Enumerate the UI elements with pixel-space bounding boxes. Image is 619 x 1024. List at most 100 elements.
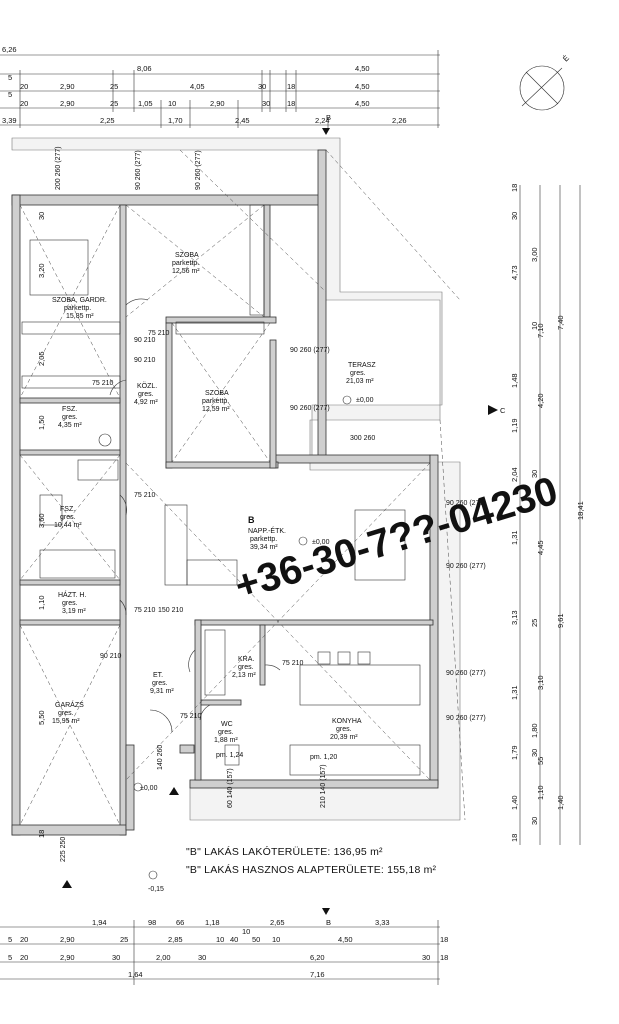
wardrobe-icon <box>21 321 121 335</box>
svg-text:21,03 m²: 21,03 m² <box>346 378 374 385</box>
svg-text:KONYHA: KONYHA <box>332 718 362 725</box>
svg-text:2,13 m²: 2,13 m² <box>232 672 256 679</box>
room-szoba-1: SZOBA parkettp. 12,56 m² <box>172 252 200 275</box>
section-markers <box>62 128 498 915</box>
room-kra: KRA. gres. 2,13 m² <box>232 656 256 679</box>
svg-text:39,34 m²: 39,34 m² <box>250 544 278 551</box>
svg-text:225 250: 225 250 <box>60 837 67 862</box>
svg-text:15,85 m²: 15,85 m² <box>66 313 94 320</box>
svg-text:18,41: 18,41 <box>576 501 585 520</box>
parapet-wc: pm. 1,24 <box>216 752 243 759</box>
svg-text:4,35 m²: 4,35 m² <box>58 422 82 429</box>
top-dim-2-4: 4,05 <box>190 82 205 91</box>
top-dim-4-1: 2,25 <box>100 116 115 125</box>
svg-text:18: 18 <box>510 184 519 192</box>
svg-text:30: 30 <box>530 817 539 825</box>
section-mark-b-top: B <box>326 113 331 122</box>
svg-text:5,50: 5,50 <box>37 710 46 725</box>
svg-text:KRA.: KRA. <box>238 656 254 663</box>
top-dim-2-1: 20 <box>20 82 28 91</box>
svg-text:2,65: 2,65 <box>270 918 285 927</box>
svg-text:10: 10 <box>530 322 539 330</box>
svg-text:12,59 m²: 12,59 m² <box>202 406 230 413</box>
svg-text:gres.: gres. <box>218 729 234 736</box>
svg-text:15,95 m²: 15,95 m² <box>52 718 80 725</box>
svg-text:18: 18 <box>440 935 448 944</box>
top-dim-3-9: 4,50 <box>355 99 370 108</box>
toilet-icon <box>98 433 112 447</box>
svg-text:1,40: 1,40 <box>556 795 565 810</box>
svg-text:5: 5 <box>8 953 12 962</box>
svg-text:18: 18 <box>37 830 46 838</box>
svg-text:9,61: 9,61 <box>556 613 565 628</box>
svg-text:1,94: 1,94 <box>92 918 107 927</box>
hidden-lines <box>19 149 466 826</box>
svg-text:SZOBA: SZOBA <box>175 252 199 259</box>
room-nappali: B NAPP.-ÉTK. parkettp. 39,34 m² <box>248 515 286 551</box>
svg-text:10: 10 <box>272 935 280 944</box>
svg-text:parkettp.: parkettp. <box>250 536 277 543</box>
top-dim-1-1: 4,50 <box>355 64 370 73</box>
svg-text:90 210: 90 210 <box>100 653 122 660</box>
svg-text:NAPP.-ÉTK.: NAPP.-ÉTK. <box>248 526 286 535</box>
sink-icon <box>39 494 63 526</box>
svg-text:gres.: gres. <box>238 664 254 671</box>
top-dim-3-8: 18 <box>287 99 295 108</box>
svg-text:gres.: gres. <box>62 414 78 421</box>
svg-text:7,40: 7,40 <box>556 315 565 330</box>
top-dim-4-5: 2,26 <box>392 116 407 125</box>
svg-text:1,88 m²: 1,88 m² <box>214 737 238 744</box>
room-hazt: HÁZT. H. gres. 3,19 m² <box>58 590 86 615</box>
sofa-icon <box>164 504 188 586</box>
usable-area-label: "B" LAKÁS HASZNOS ALAPTERÜLETE: 155,18 m… <box>186 864 437 876</box>
top-dim-3-5: 10 <box>168 99 176 108</box>
right-dims-col4: 18,41 <box>576 501 585 520</box>
svg-text:300 260: 300 260 <box>350 435 375 442</box>
svg-text:gres.: gres. <box>62 600 78 607</box>
svg-text:55: 55 <box>536 757 545 765</box>
svg-text:30: 30 <box>530 749 539 757</box>
north-label: É <box>561 54 571 64</box>
north-arrow-icon <box>519 65 565 111</box>
svg-text:90 260 (277): 90 260 (277) <box>290 405 330 412</box>
bathtub-icon <box>39 549 116 579</box>
top-dim-3-1: 20 <box>20 99 28 108</box>
svg-text:1,50: 1,50 <box>37 415 46 430</box>
svg-text:90 260 (277): 90 260 (277) <box>446 563 486 570</box>
svg-text:4,50: 4,50 <box>338 935 353 944</box>
svg-text:5: 5 <box>8 935 12 944</box>
svg-text:18: 18 <box>510 834 519 842</box>
svg-text:90 260 (277): 90 260 (277) <box>195 150 202 190</box>
svg-text:90 260 (277): 90 260 (277) <box>290 347 330 354</box>
svg-text:40: 40 <box>230 935 238 944</box>
section-mark-b-bottom: B <box>326 918 331 927</box>
svg-text:10,44 m²: 10,44 m² <box>54 522 82 529</box>
top-dim-3-4: 1,05 <box>138 99 153 108</box>
svg-text:6,20: 6,20 <box>310 953 325 962</box>
right-dims-col1: 18 30 4,73 3,00 10 1,48 1,19 2,04 30 1,3… <box>510 184 539 842</box>
svg-text:1,31: 1,31 <box>510 530 519 545</box>
level-marker-icon <box>148 870 158 880</box>
svg-text:210 140 (157): 210 140 (157) <box>320 764 327 808</box>
top-dim-1-0: 8,06 <box>137 64 152 73</box>
top-dim-3-0: 5 <box>8 90 12 99</box>
svg-text:KÖZL.: KÖZL. <box>137 382 157 390</box>
svg-text:3,33: 3,33 <box>375 918 390 927</box>
svg-text:9,31 m²: 9,31 m² <box>150 688 174 695</box>
top-dim-3-2: 2,90 <box>60 99 75 108</box>
svg-text:gres.: gres. <box>58 710 74 717</box>
svg-text:25: 25 <box>530 619 539 627</box>
level-terasz: ±0,00 <box>356 397 374 404</box>
svg-text:4,20: 4,20 <box>536 393 545 408</box>
svg-text:10: 10 <box>242 927 250 936</box>
svg-text:FSZ.: FSZ. <box>62 406 77 413</box>
svg-text:66: 66 <box>176 918 184 927</box>
svg-text:TERASZ: TERASZ <box>348 362 376 369</box>
svg-text:3,13: 3,13 <box>510 610 519 625</box>
svg-text:SZOBA: SZOBA <box>205 390 229 397</box>
svg-text:2,04: 2,04 <box>510 467 519 482</box>
svg-text:4,73: 4,73 <box>510 265 519 280</box>
svg-text:1,79: 1,79 <box>510 745 519 760</box>
top-dim-4-0: 3,39 <box>2 116 17 125</box>
